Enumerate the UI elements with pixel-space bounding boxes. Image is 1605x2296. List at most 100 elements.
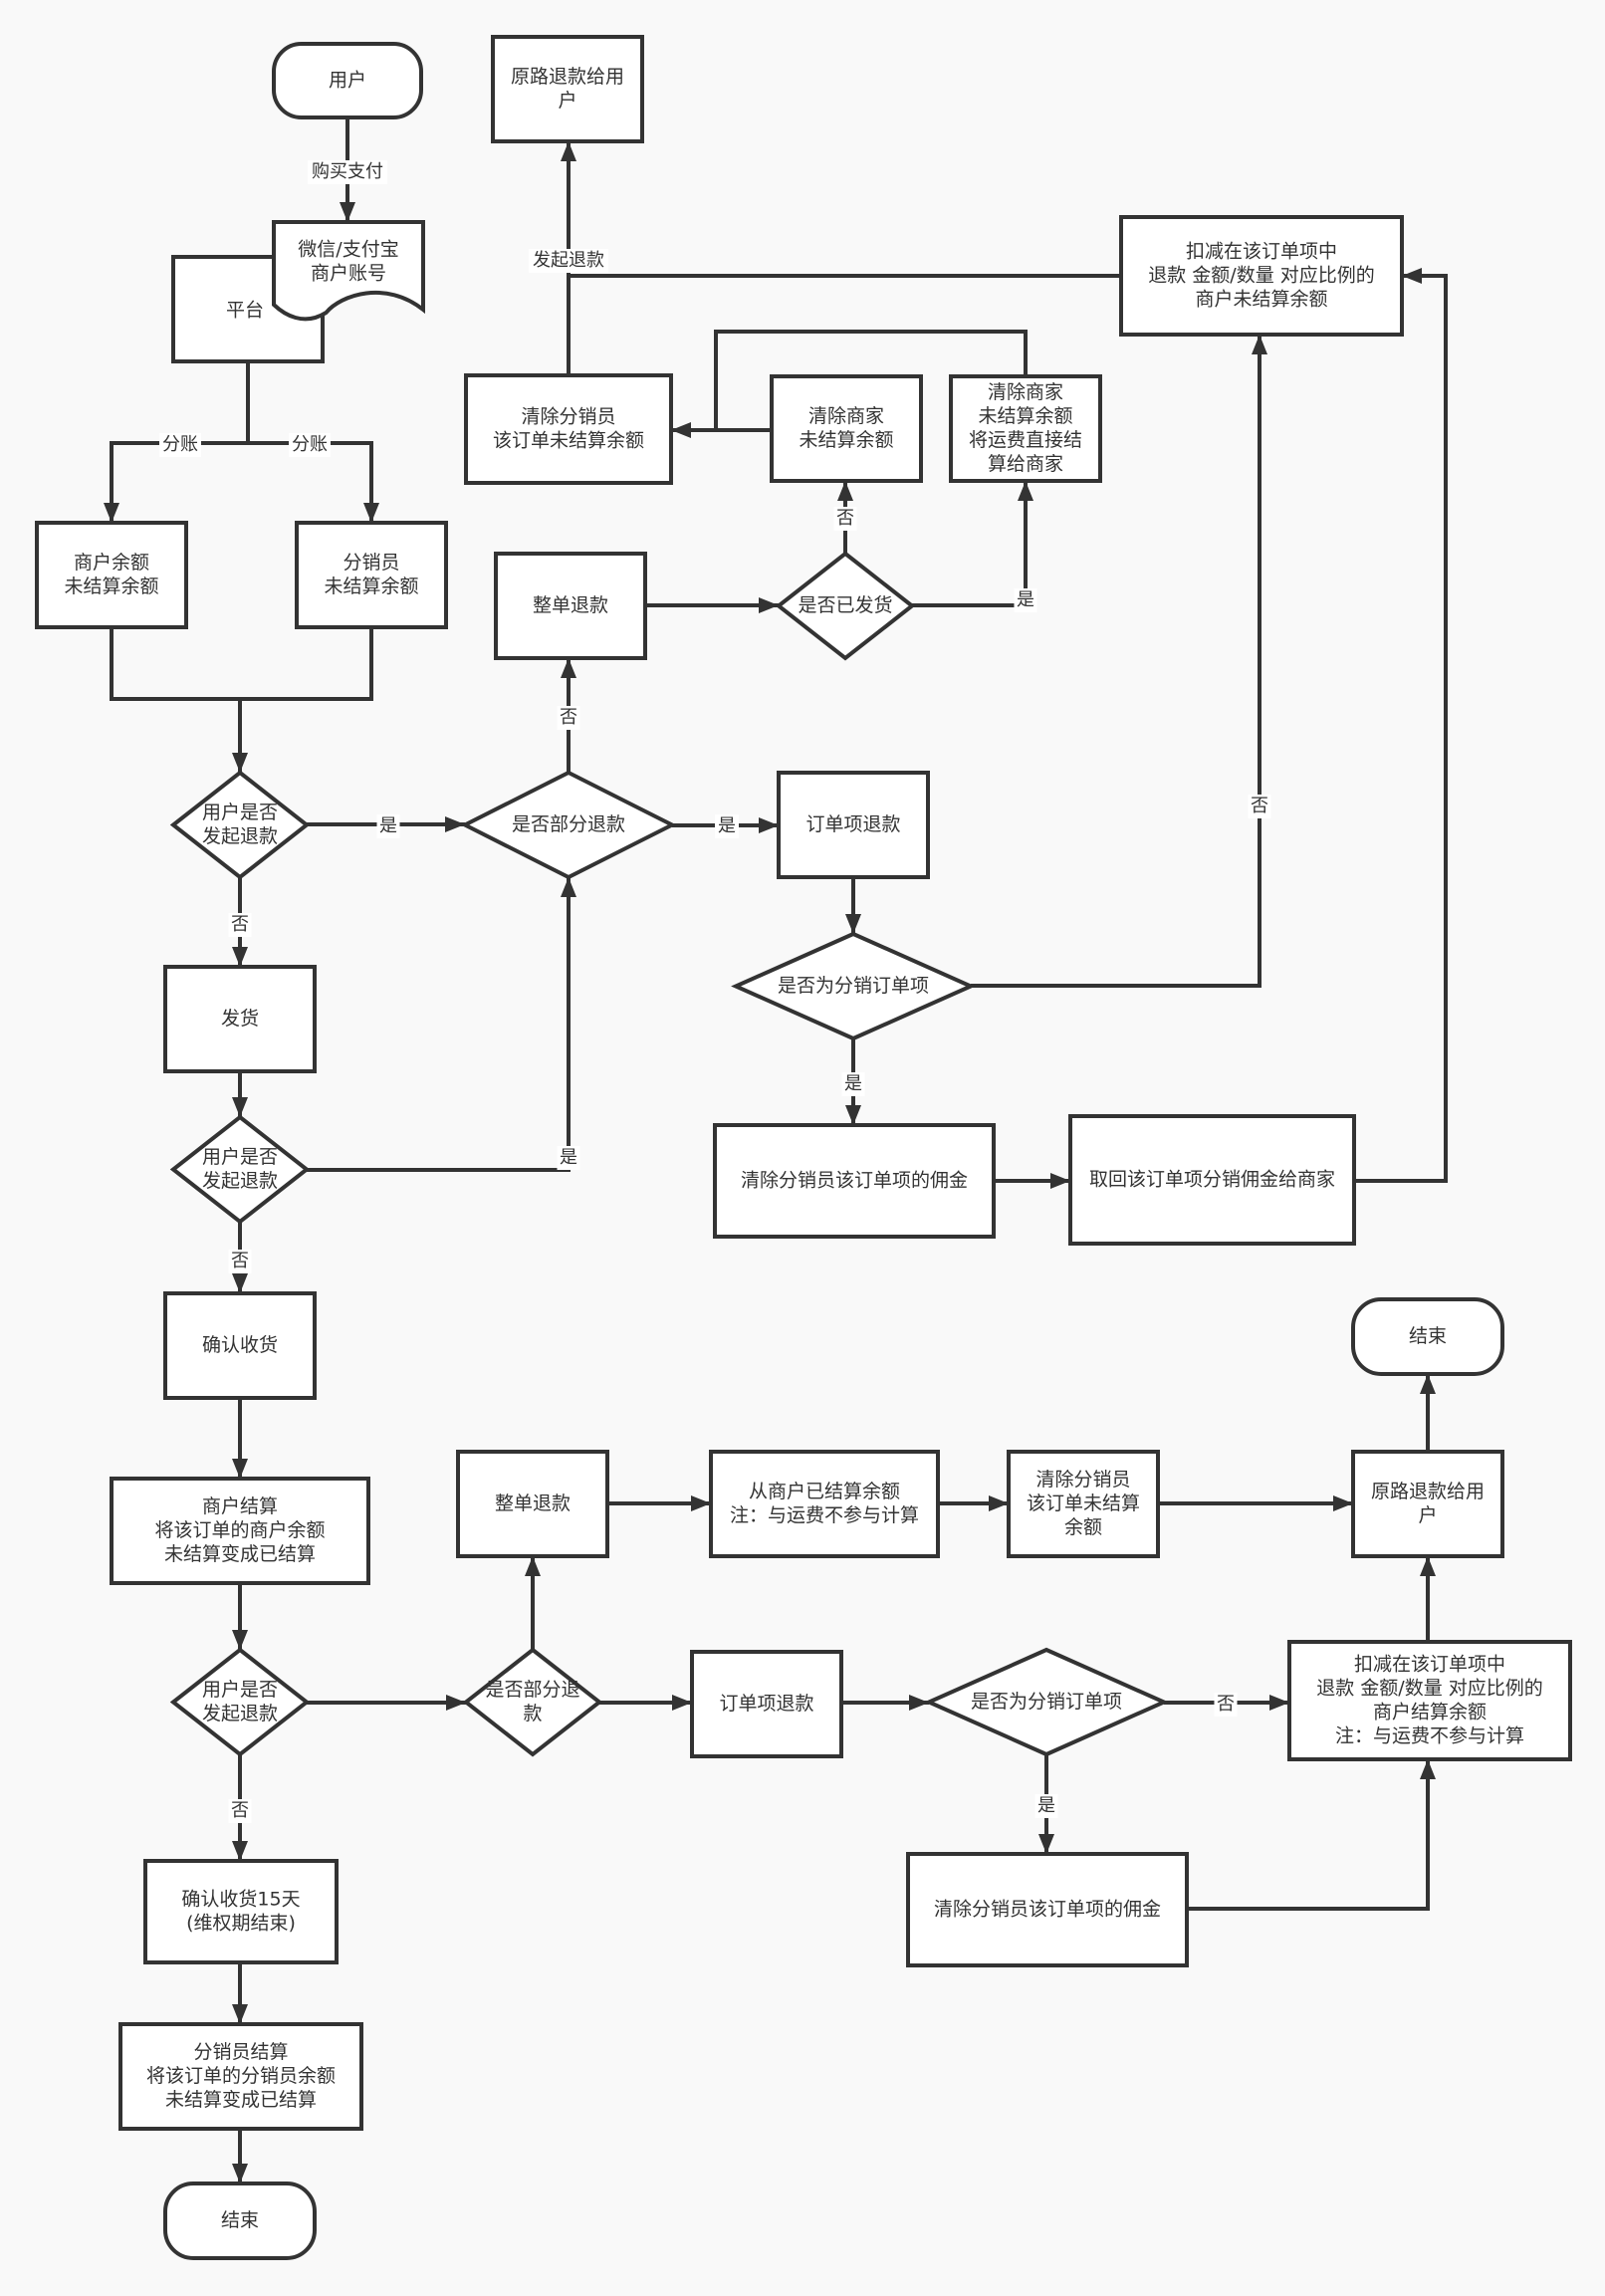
decision-diamond-shape (169, 770, 311, 880)
arrowhead-icon (1402, 268, 1422, 284)
node-label-line: 清除商家 (808, 405, 884, 427)
edge-label: 购买支付 (308, 160, 387, 184)
arrowhead-icon (525, 1556, 541, 1576)
node-label-line: 将该订单的商户余额 (154, 1519, 325, 1541)
process-box-shape (464, 373, 673, 485)
arrowhead-icon (561, 877, 576, 897)
node-item-refund-1[interactable]: 订单项退款 (777, 771, 930, 879)
edge-label: 否 (228, 913, 252, 937)
node-label-line: 是否为分销订单项 (778, 975, 929, 997)
edge-label-background (833, 507, 857, 531)
node-shipped-q[interactable]: 是否已发货 (775, 551, 916, 661)
edge-label-background (228, 1799, 252, 1823)
node-label-line: 发货 (221, 1008, 259, 1030)
edge-label: 发起退款 (529, 249, 608, 273)
document-shape (272, 220, 425, 322)
edge-label-text: 否 (231, 1251, 249, 1271)
edge-label-background (557, 706, 580, 730)
edge-label: 否 (557, 706, 580, 730)
decision-diamond-shape (924, 1647, 1169, 1757)
edge-label-text: 发起退款 (533, 250, 604, 271)
edge-label-text: 是 (844, 1073, 862, 1094)
node-dist-item-q2[interactable]: 是否为分销订单项 (924, 1647, 1169, 1757)
arrowhead-icon (104, 503, 119, 523)
node-user[interactable]: 用户 (272, 42, 423, 119)
process-box-shape (163, 965, 317, 1073)
node-label-line: 整单退款 (495, 1492, 571, 1514)
decision-diamond-shape (169, 1647, 311, 1757)
node-label-line: 结束 (1409, 1325, 1447, 1347)
node-reclaim-commission[interactable]: 取回该订单项分销佣金给商家 (1068, 1114, 1356, 1246)
edge-label-text: 是 (560, 1147, 577, 1168)
node-label-line: 是否部分退款 (512, 813, 625, 835)
node-item-refund-2[interactable]: 订单项退款 (690, 1650, 843, 1758)
node-confirm-15days[interactable]: 确认收货15天(维权期结束) (143, 1859, 339, 1964)
node-label-line: (维权期结束) (186, 1913, 296, 1935)
node-label-line: 扣减在该订单项中 (1354, 1654, 1505, 1676)
edge-label-text: 购买支付 (312, 161, 383, 182)
arrowhead-icon (232, 753, 248, 773)
node-clear-commission-1[interactable]: 清除分销员该订单项的佣金 (713, 1123, 996, 1239)
node-full-refund-1[interactable]: 整单退款 (494, 552, 647, 660)
edge-label-text: 是 (1037, 1795, 1055, 1816)
edge-confirm_15days-to-distributor_settle (232, 1962, 248, 2024)
node-end-right[interactable]: 结束 (1351, 1297, 1504, 1376)
edge-item_refund_1-to-dist_item_q1 (845, 877, 861, 934)
node-partial-q1[interactable]: 是否部分退款 (460, 770, 677, 880)
edge-label-text: 否 (231, 914, 249, 935)
edge-confirm_receipt-to-merchant_settle (232, 1398, 248, 1479)
arrowhead-icon (232, 947, 248, 967)
node-end-left[interactable]: 结束 (163, 2181, 317, 2260)
edge-label: 否 (228, 1250, 252, 1273)
edge-label: 否 (228, 1799, 252, 1823)
edge-label-background (841, 1072, 865, 1096)
node-partial-q2[interactable]: 是否部分退款 (462, 1647, 603, 1757)
edge-label-background (1014, 588, 1037, 612)
process-box-shape (1287, 1640, 1572, 1761)
node-label-line: 分销员 (343, 552, 399, 574)
node-dist-item-q1[interactable]: 是否为分销订单项 (731, 931, 976, 1041)
connector-line (307, 877, 571, 1172)
node-label-line: 户 (558, 90, 576, 112)
decision-diamond-shape (169, 1114, 311, 1225)
node-label-line: 用户 (329, 70, 366, 92)
node-confirm-receipt[interactable]: 确认收货 (163, 1291, 317, 1400)
edge-clear_merchant_ship-to-clear_distributor_1 (714, 330, 1028, 430)
node-ship[interactable]: 发货 (163, 965, 317, 1073)
node-label-line: 从商户已结算余额 (749, 1481, 900, 1502)
edge-reclaim_commission-to-deduct_unsettled (1354, 268, 1448, 1183)
arrowhead-icon (1252, 335, 1267, 354)
process-box-shape (110, 1477, 370, 1585)
arrowhead-icon (232, 1459, 248, 1479)
arrowhead-icon (989, 1495, 1009, 1511)
node-full-refund-2[interactable]: 整单退款 (456, 1450, 609, 1558)
decision-diamond-shape (775, 551, 916, 661)
edge-label-text: 否 (231, 1800, 249, 1821)
node-label-line: 退款 金额/数量 对应比例的 (1316, 1678, 1542, 1700)
node-label-line: 发起退款 (202, 825, 278, 847)
node-clear-commission-2[interactable]: 清除分销员该订单项的佣金 (906, 1852, 1189, 1967)
edge-label-background (1248, 795, 1271, 818)
arrowhead-icon (671, 422, 691, 438)
node-label-line: 注：与运费不参与计算 (730, 1504, 919, 1526)
edge-label: 否 (1214, 1693, 1238, 1717)
arrowhead-icon (232, 1841, 248, 1861)
connector-line (912, 481, 1028, 607)
